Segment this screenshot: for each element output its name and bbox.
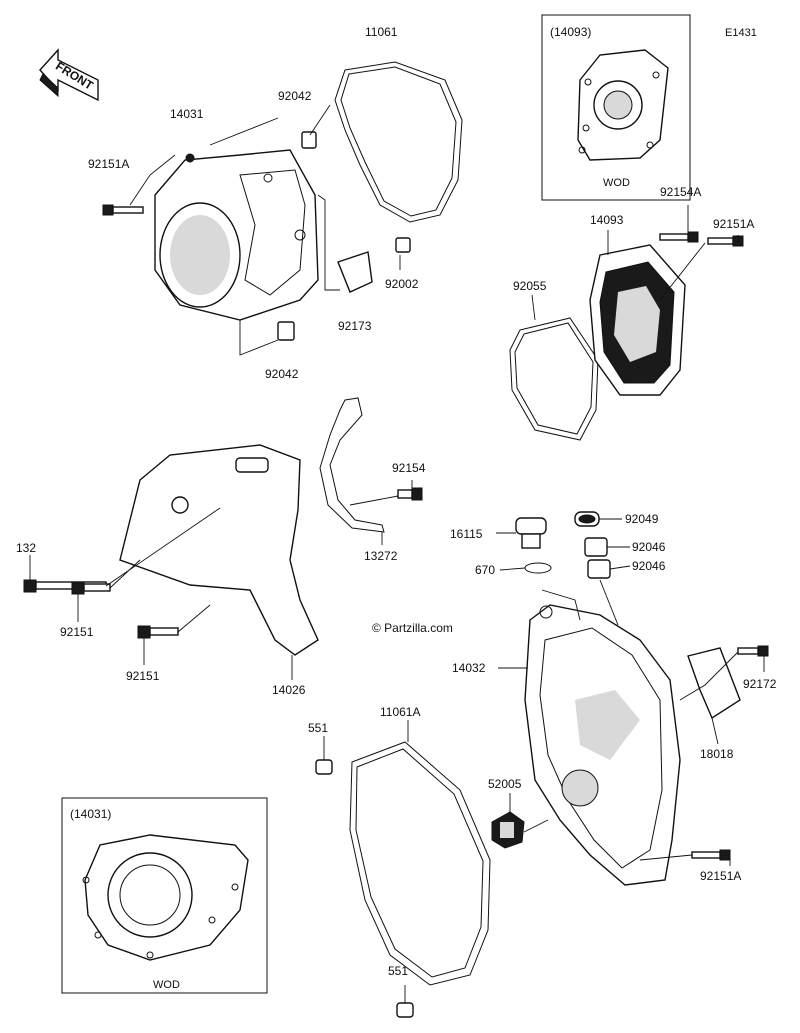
label-92173: 92173 xyxy=(338,319,372,333)
inset-14093-ref: (14093) xyxy=(550,25,591,39)
label-92049: 92049 xyxy=(625,512,659,526)
label-92046-a: 92046 xyxy=(632,540,666,554)
pin-92042-bottom xyxy=(277,321,295,341)
plug-52005 xyxy=(491,811,525,849)
generator-cover-14031 xyxy=(154,149,319,321)
bolt-92151-b xyxy=(137,625,179,639)
front-arrow-icon: FRONT xyxy=(39,48,99,102)
label-92042-bottom: 92042 xyxy=(265,367,299,381)
bolt-92002 xyxy=(395,237,411,253)
label-132: 132 xyxy=(16,541,36,555)
label-551-top: 551 xyxy=(308,721,328,735)
pin-92042-top xyxy=(301,131,317,149)
label-92151-b: 92151 xyxy=(126,669,160,683)
label-92151A-right: 92151A xyxy=(713,217,754,231)
inset-14031: (14031) WOD xyxy=(61,797,268,994)
label-18018: 18018 xyxy=(700,747,734,761)
dowel-551-top xyxy=(315,759,333,775)
label-14031: 14031 xyxy=(170,107,204,121)
bolt-92151A-left xyxy=(102,204,144,216)
label-551-bottom: 551 xyxy=(388,964,408,978)
inset-14031-note: WOD xyxy=(153,979,180,991)
bearing-92046-a xyxy=(584,537,608,557)
bolt-92154 xyxy=(397,487,423,501)
gasket-13272 xyxy=(319,397,385,533)
label-92042-top: 92042 xyxy=(278,89,312,103)
label-670: 670 xyxy=(475,563,495,577)
bearing-92046-b xyxy=(587,559,611,579)
bracket-92173 xyxy=(337,251,373,293)
label-13272: 13272 xyxy=(364,549,398,563)
gasket-92055 xyxy=(509,317,599,441)
inset-14093-note: WOD xyxy=(603,177,630,189)
label-92151-a: 92151 xyxy=(60,625,94,639)
label-11061: 11061 xyxy=(365,25,398,39)
bolt-92151-a xyxy=(71,581,111,595)
watermark: © Partzilla.com xyxy=(372,621,453,635)
label-14093: 14093 xyxy=(590,213,624,227)
cap-16115 xyxy=(515,517,547,549)
label-92002: 92002 xyxy=(385,277,419,291)
label-92151A-left: 92151A xyxy=(88,157,129,171)
label-92055: 92055 xyxy=(513,279,547,293)
label-92172: 92172 xyxy=(743,677,777,691)
bolt-92151A-bottom xyxy=(691,849,731,861)
dowel-551-bottom xyxy=(396,1002,414,1018)
label-92154A: 92154A xyxy=(660,185,701,199)
label-92046-b: 92046 xyxy=(632,559,666,573)
bolt-92172 xyxy=(737,645,769,657)
gasket-11061A xyxy=(349,741,491,986)
label-52005: 52005 xyxy=(488,777,522,791)
label-92154: 92154 xyxy=(392,461,426,475)
cover-14093 xyxy=(589,244,686,396)
inset-14031-ref: (14031) xyxy=(70,807,111,821)
sprocket-cover-14026 xyxy=(119,444,319,656)
label-11061A: 11061A xyxy=(380,705,420,719)
gasket-11061 xyxy=(334,61,463,223)
inset-14093: (14093) WOD xyxy=(541,14,691,201)
cover-18018 xyxy=(687,647,741,720)
bolt-92154A xyxy=(659,231,699,243)
label-16115: 16115 xyxy=(450,527,483,541)
diagram-code: E1431 xyxy=(725,27,757,39)
clutch-cover-14032 xyxy=(524,604,681,886)
seal-92049 xyxy=(574,511,600,527)
label-92151A-bottom: 92151A xyxy=(700,869,741,883)
label-14032: 14032 xyxy=(452,661,486,675)
label-14026: 14026 xyxy=(272,683,306,697)
oring-670 xyxy=(524,562,552,574)
